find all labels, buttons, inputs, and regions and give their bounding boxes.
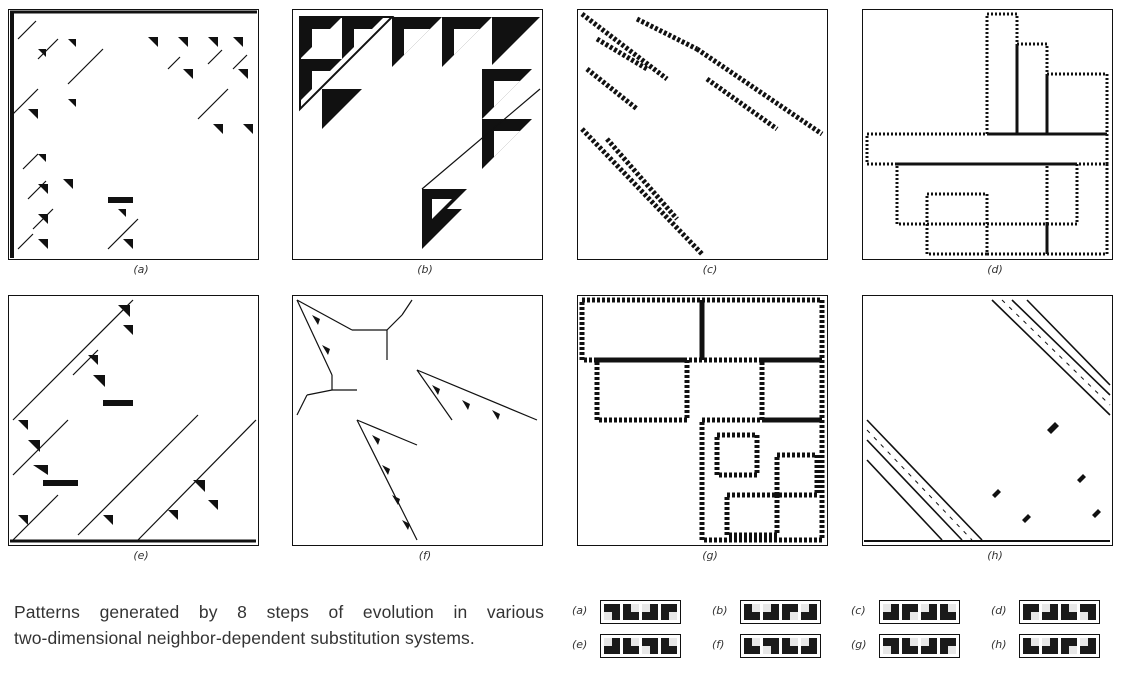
panel-a: (a) bbox=[8, 9, 274, 277]
pattern-f bbox=[292, 295, 543, 546]
caption-line-2: two-dimensional neighbor-dependent subst… bbox=[14, 628, 475, 648]
panel-c: (c) bbox=[577, 9, 843, 277]
rule-label: (g) bbox=[851, 638, 867, 651]
rule-label: (h) bbox=[991, 638, 1007, 651]
rule-d: (d) bbox=[991, 600, 1103, 624]
rule-icon-strip bbox=[600, 634, 681, 658]
rule-c: (c) bbox=[851, 600, 963, 624]
panel-label-e: (e) bbox=[133, 549, 149, 562]
rule-f: (f) bbox=[712, 634, 824, 658]
rule-icon-strip bbox=[1019, 634, 1100, 658]
rule-icon-strip bbox=[879, 600, 960, 624]
pattern-d bbox=[862, 9, 1113, 260]
panel-label-d: (d) bbox=[987, 263, 1003, 276]
rule-label: (d) bbox=[991, 604, 1007, 617]
pattern-h bbox=[862, 295, 1113, 546]
panel-e: (e) bbox=[8, 295, 274, 563]
pattern-e bbox=[8, 295, 259, 546]
rule-label: (b) bbox=[712, 604, 728, 617]
pattern-g bbox=[577, 295, 828, 546]
figure-caption: Patterns generated by 8 steps of evoluti… bbox=[14, 599, 544, 651]
pattern-c bbox=[577, 9, 828, 260]
panel-h: (h) bbox=[862, 295, 1123, 563]
rule-g: (g) bbox=[851, 634, 963, 658]
rule-icon-strip bbox=[1019, 600, 1100, 624]
panel-b: (b) bbox=[292, 9, 558, 277]
rule-icon-strip bbox=[600, 600, 681, 624]
panel-d: (d) bbox=[862, 9, 1123, 277]
rule-label: (a) bbox=[572, 604, 588, 617]
rule-label: (f) bbox=[712, 638, 725, 651]
panel-label-g: (g) bbox=[702, 549, 718, 562]
panel-label-c: (c) bbox=[702, 263, 718, 276]
panel-f: (f) bbox=[292, 295, 558, 563]
pattern-a bbox=[8, 9, 259, 260]
rule-e: (e) bbox=[572, 634, 684, 658]
rule-icon-strip bbox=[740, 634, 821, 658]
rule-label: (c) bbox=[851, 604, 866, 617]
panel-label-a: (a) bbox=[133, 263, 149, 276]
rule-label: (e) bbox=[572, 638, 588, 651]
rule-icon-strip bbox=[740, 600, 821, 624]
panel-g: (g) bbox=[577, 295, 843, 563]
rule-h: (h) bbox=[991, 634, 1103, 658]
rule-a: (a) bbox=[572, 600, 684, 624]
panel-label-b: (b) bbox=[417, 263, 433, 276]
panel-label-h: (h) bbox=[987, 549, 1003, 562]
panel-label-f: (f) bbox=[418, 549, 432, 562]
caption-line-1: Patterns generated by 8 steps of evoluti… bbox=[14, 602, 544, 622]
rule-b: (b) bbox=[712, 600, 824, 624]
rule-icon-strip bbox=[879, 634, 960, 658]
pattern-b bbox=[292, 9, 543, 260]
